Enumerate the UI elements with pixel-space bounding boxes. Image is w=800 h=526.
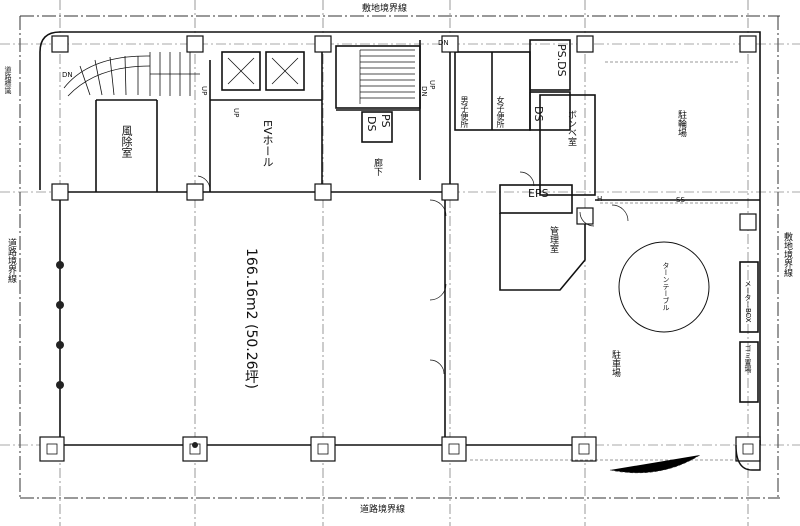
trash-box-label: ゴミ置場 [744,345,752,373]
ps-label: PS [379,114,392,128]
mens-wc-label: 男子便所 [460,96,469,128]
boundary-right-label: 敷地境界線 [782,232,792,277]
h-label: H [597,195,603,203]
stair-dn-label-3: DN [438,39,449,47]
stair-up-label-1: UP [200,86,208,96]
boundary-top-label: 敷地境界線 [362,4,408,14]
cylinder-room-label: ボンベ室 [566,110,576,146]
eps-label: EPS [528,187,549,200]
stair-up-label-2: UP [428,80,436,90]
floor-area-label: 166.16m2 (50.26坪) [243,248,259,389]
womens-wc-label: 女子便所 [496,96,505,128]
meter-box-label: メーターBOX [744,280,752,323]
ds-label: DS [365,116,378,132]
service-lines [470,61,740,474]
entrance-step [735,440,761,471]
turntable-label: ターンテーブル [662,262,670,311]
ev-hall-label: EVホール [261,120,274,168]
stair-dn-label-1: DN [62,71,73,79]
sign-label: 道路標識 [4,66,12,94]
parking-label: 駐車場 [610,350,620,377]
facade-columns [56,261,198,448]
boundary-lines [19,15,780,499]
stair-2 [359,49,415,104]
stair-1 [63,52,200,97]
mgmt-room-label: 管理室 [548,226,558,253]
turntable-circle [618,241,710,333]
ds-small-label: DS [532,106,545,122]
ss-label: SS [676,196,685,204]
door-swings [197,171,629,375]
columns [39,35,761,462]
stair-dn-label-2: DN [420,86,428,97]
stair-up-label-3: UP [232,108,240,118]
wind-room-label: 風除室 [120,125,133,158]
boundary-bottom-label: 道路境界線 [360,505,406,515]
corridor-label: 廊下 [372,158,382,176]
walls [39,31,761,446]
ps-ds-label: PS.DS [555,44,568,77]
boundary-left-label: 道路境界線 [6,238,16,283]
bike-parking-label: 駐輪場 [676,110,686,137]
elevator-marks [227,57,299,85]
